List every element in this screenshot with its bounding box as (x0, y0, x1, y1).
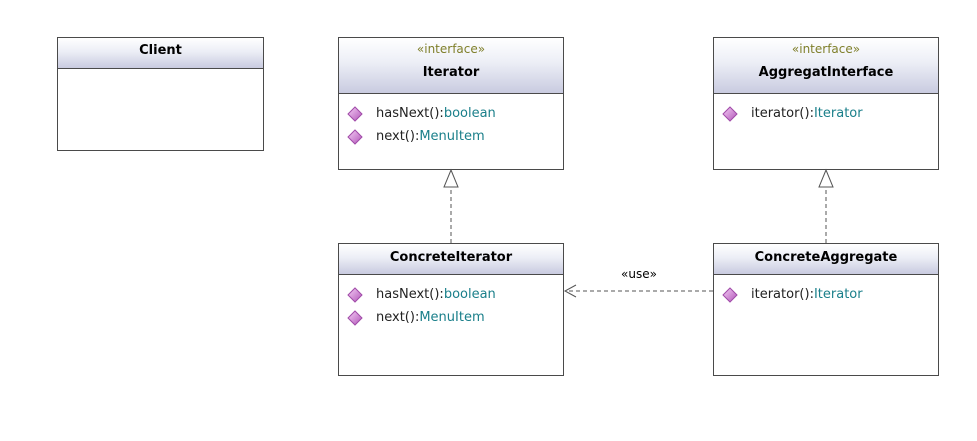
operation-row[interactable]: next():MenuItem (339, 306, 563, 329)
aggregate-interface-stereotype: «interface» (791, 42, 861, 56)
concrete-iterator-name: ConcreteIterator (389, 250, 513, 265)
realization-arrowhead-aggregate (818, 168, 834, 188)
operation-type: MenuItem (419, 310, 485, 325)
operation-type: MenuItem (419, 129, 485, 144)
iterator-interface-header: «interface» Iterator (339, 38, 563, 94)
operation-separator: : (414, 129, 420, 144)
iterator-interface[interactable]: «interface» Iterator hasNext():boolean n… (338, 37, 564, 170)
realization-arrowhead-iterator (443, 168, 459, 188)
operation-separator: : (439, 106, 444, 121)
operation-row[interactable]: iterator():Iterator (714, 102, 938, 125)
concrete-iterator-operations: hasNext():boolean next():MenuItem (339, 275, 563, 329)
operation-separator: : (414, 310, 420, 325)
iterator-stereotype: «interface» (416, 42, 486, 56)
client-class-name: Client (139, 43, 182, 58)
operation-row[interactable]: hasNext():boolean (339, 102, 563, 125)
operation-type: boolean (443, 106, 496, 121)
operation-name: hasNext() (376, 106, 440, 121)
operation-name: hasNext() (376, 287, 440, 302)
operation-separator: : (809, 287, 814, 302)
operation-icon (347, 309, 363, 326)
dependency-use-label: «use» (621, 267, 657, 281)
dependency-arrowhead-use (563, 284, 577, 298)
aggregate-interface-header: «interface» AggregatInterface (714, 38, 938, 94)
concrete-aggregate-name: ConcreteAggregate (754, 250, 898, 265)
operation-icon (722, 105, 738, 122)
concrete-aggregate-operations: iterator():Iterator (714, 275, 938, 306)
iterator-operations: hasNext():boolean next():MenuItem (339, 94, 563, 148)
operation-type: Iterator (813, 106, 863, 121)
operation-icon (347, 105, 363, 122)
aggregate-interface-name: AggregatInterface (758, 65, 894, 80)
iterator-name: Iterator (422, 65, 480, 80)
operation-type: Iterator (813, 287, 863, 302)
concrete-iterator-class[interactable]: ConcreteIterator hasNext():boolean next(… (338, 243, 564, 376)
operation-type: boolean (443, 287, 496, 302)
concrete-aggregate-class[interactable]: ConcreteAggregate iterator():Iterator (713, 243, 939, 376)
operation-row[interactable]: iterator():Iterator (714, 283, 938, 306)
operation-icon (347, 286, 363, 303)
operation-name: next() (376, 129, 415, 144)
aggregate-interface[interactable]: «interface» AggregatInterface iterator()… (713, 37, 939, 170)
operation-icon (347, 128, 363, 145)
concrete-aggregate-header: ConcreteAggregate (714, 244, 938, 275)
client-class-header: Client (58, 38, 263, 69)
operation-separator: : (809, 106, 814, 121)
operation-name: next() (376, 310, 415, 325)
operation-name: iterator() (751, 106, 810, 121)
operation-icon (722, 286, 738, 303)
operation-separator: : (439, 287, 444, 302)
aggregate-interface-operations: iterator():Iterator (714, 94, 938, 125)
operation-row[interactable]: next():MenuItem (339, 125, 563, 148)
operation-name: iterator() (751, 287, 810, 302)
concrete-iterator-header: ConcreteIterator (339, 244, 563, 275)
client-class[interactable]: Client (57, 37, 264, 151)
operation-row[interactable]: hasNext():boolean (339, 283, 563, 306)
